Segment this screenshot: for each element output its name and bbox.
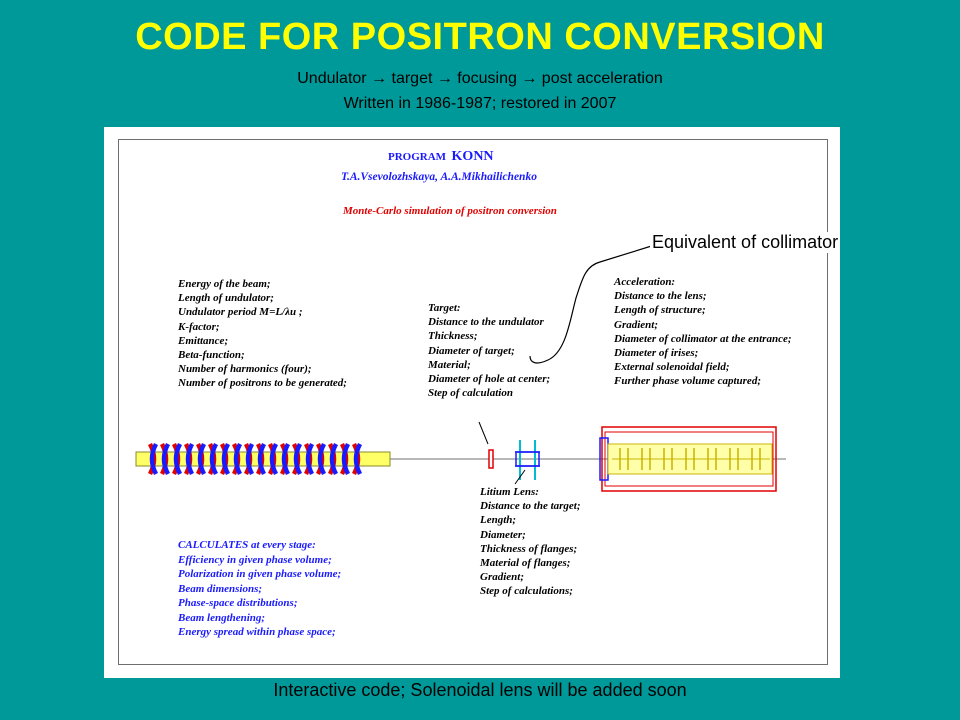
target-params: Target: Distance to the undulator Thickn… — [428, 301, 550, 400]
program-name: KONN — [451, 149, 494, 164]
param-line: Step of calculations; — [480, 585, 573, 598]
calc-line: Phase-space distributions; — [178, 597, 298, 609]
param-line: External solenoidal field; — [614, 361, 730, 374]
param-line: Emittance; — [178, 334, 229, 347]
param-line: Distance to the undulator — [428, 316, 544, 329]
lens-params: Litium Lens: Distance to the target; Len… — [480, 485, 581, 599]
panel-frame — [118, 139, 828, 665]
param-line: Length of structure; — [614, 304, 706, 317]
collimator-callout: Equivalent of collimator — [650, 232, 841, 253]
param-line: Litium Lens: — [480, 486, 539, 498]
param-line: Diameter; — [480, 528, 526, 541]
param-line: Number of harmonics (four); — [178, 363, 312, 376]
program-authors: T.A.Vsevolozhskaya, A.A.Mikhailichenko — [341, 171, 537, 183]
lens-pointer — [514, 469, 526, 485]
target-element — [488, 449, 494, 469]
param-line: Number of positrons to be generated; — [178, 377, 347, 390]
param-line: Energy of the beam; — [178, 278, 271, 290]
param-line: Target: — [428, 302, 461, 314]
param-line: Beta-function; — [178, 349, 245, 362]
calc-line: Polarization in given phase volume; — [178, 568, 342, 580]
subtitle-history: Written in 1986-1987; restored in 2007 — [343, 95, 617, 112]
param-line: Step of calculation — [428, 387, 513, 400]
param-line: Thickness; — [428, 330, 478, 343]
param-line: Further phase volume captured; — [614, 375, 761, 388]
param-line: Gradient; — [480, 571, 524, 584]
param-line: Length of undulator; — [178, 292, 274, 305]
calc-line: Energy spread within phase space; — [178, 626, 336, 638]
param-line: Gradient; — [614, 318, 658, 331]
target-pointer — [478, 421, 489, 445]
param-line: Length; — [480, 514, 517, 527]
collimator-callout-line — [529, 243, 659, 364]
program-heading: PROGRAM KONN — [388, 149, 494, 165]
param-line: Thickness of flanges; — [480, 542, 578, 555]
param-line: Acceleration: — [614, 276, 676, 288]
calc-line: Beam dimensions; — [178, 582, 263, 595]
program-panel: PROGRAM KONN T.A.Vsevolozhskaya, A.A.Mik… — [104, 127, 840, 678]
slide-title: CODE FOR POSITRON CONVERSION — [135, 16, 825, 58]
param-line: Distance to the lens; — [614, 290, 707, 303]
param-line: K-factor; — [178, 320, 220, 333]
beam-params: Energy of the beam; Length of undulator;… — [178, 277, 347, 391]
calc-line: CALCULATES at every stage: — [178, 539, 316, 551]
calc-line: Beam lengthening; — [178, 611, 266, 624]
param-line: Diameter of hole at center; — [428, 373, 551, 386]
footer-note: Interactive code; Solenoidal lens will b… — [273, 680, 687, 700]
lithium-lens — [515, 440, 540, 480]
acceleration-params: Acceleration: Distance to the lens; Leng… — [614, 275, 792, 389]
subtitle-pipeline: Undulator → target → focusing → post acc… — [297, 70, 663, 87]
program-description: Monte-Carlo simulation of positron conve… — [343, 205, 557, 217]
param-line: Distance to the target; — [480, 500, 581, 513]
undulator-helix — [147, 442, 363, 476]
param-line: Diameter of irises; — [614, 347, 699, 360]
param-line: Diameter of collimator at the entrance; — [614, 332, 792, 345]
accelerator-structure — [599, 426, 777, 492]
param-line: Undulator period M=L/λu ; — [178, 306, 303, 319]
program-word: PROGRAM — [388, 151, 447, 163]
calc-line: Efficiency in given phase volume; — [178, 553, 332, 566]
param-line: Material; — [428, 358, 471, 371]
param-line: Diameter of target; — [428, 344, 515, 357]
param-line: Material of flanges; — [480, 557, 571, 570]
calculates-list: CALCULATES at every stage: Efficiency in… — [178, 538, 341, 640]
